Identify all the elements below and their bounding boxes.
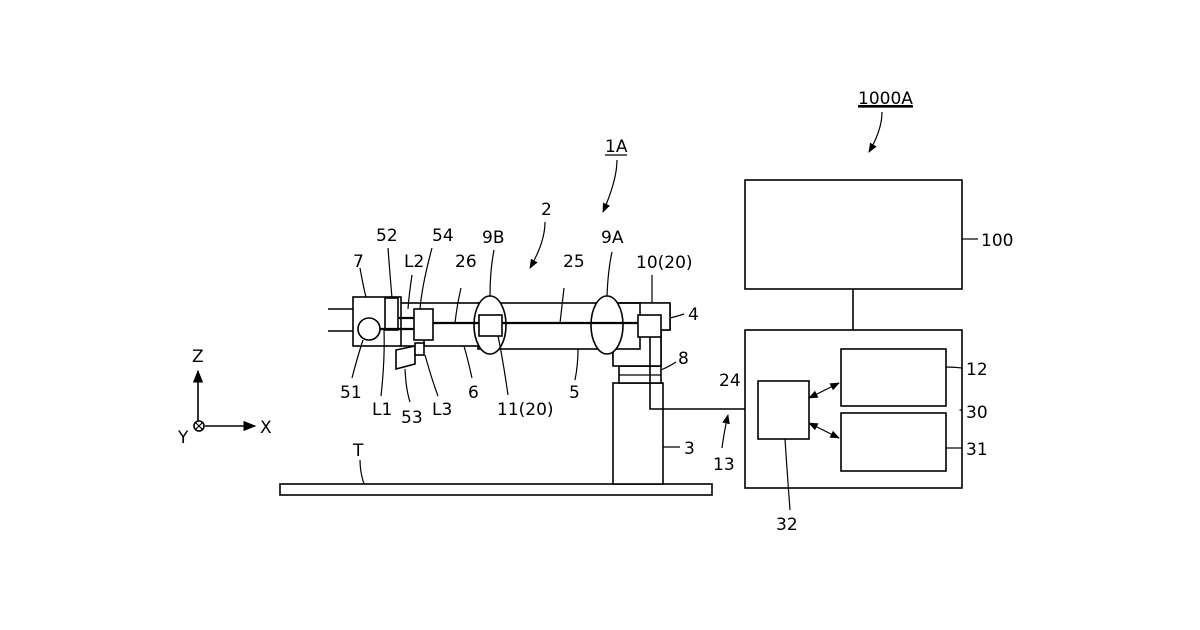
label-hand: 7 [353,252,364,272]
label-part-54: 54 [432,226,454,246]
table-surface [280,484,712,495]
label-storage: 12 [966,360,988,380]
label-line-l2: L2 [404,252,424,272]
label-axis-y: Y [177,428,189,448]
unit-31 [841,413,946,471]
joint-9a [591,296,623,354]
sensor-10 [638,315,661,337]
arrow-2 [530,222,545,268]
label-table: T [352,441,364,461]
label-part-51: 51 [340,383,362,403]
arrow-1000a [869,112,882,152]
label-axis-z: Z [192,347,204,367]
storage-12 [841,349,946,406]
part-51 [358,318,380,340]
label-turntable: 8 [678,349,689,369]
cable-24 [650,337,758,409]
label-cable-26: 26 [455,252,477,272]
label-computer: 100 [981,231,1013,251]
label-arm: 2 [541,200,552,220]
label-cable-25: 25 [563,252,585,272]
label-forearm: 6 [468,383,479,403]
label-shoulder: 4 [688,305,699,325]
arrow-13 [722,415,728,448]
label-joint-9b: 9B [482,228,504,248]
label-connector: 13 [713,455,735,475]
part-53 [396,346,415,369]
label-joint-9a: 9A [601,228,624,248]
unit-32 [758,381,809,439]
label-part-52: 52 [376,226,398,246]
label-part-53: 53 [401,408,423,428]
part-54 [414,309,433,340]
robot-base [613,383,663,484]
part-52 [385,298,398,330]
computer-100 [745,180,962,289]
label-line-l3: L3 [432,400,452,420]
label-cable-24: 24 [719,371,741,391]
label-unit-32: 32 [776,515,798,535]
label-upper-arm: 5 [569,383,580,403]
label-axis-x: X [260,418,272,438]
label-unit-31: 31 [966,440,988,460]
label-system: 1000A [858,89,913,109]
label-sensor-10: 10(20) [636,253,693,273]
label-robot: 1A [605,137,628,157]
label-controller: 30 [966,403,988,423]
label-sensor-11: 11(20) [497,400,554,420]
label-base: 3 [684,439,695,459]
label-line-l1: L1 [372,400,392,420]
arrow-1a [603,160,617,212]
sensor-11 [479,315,502,336]
